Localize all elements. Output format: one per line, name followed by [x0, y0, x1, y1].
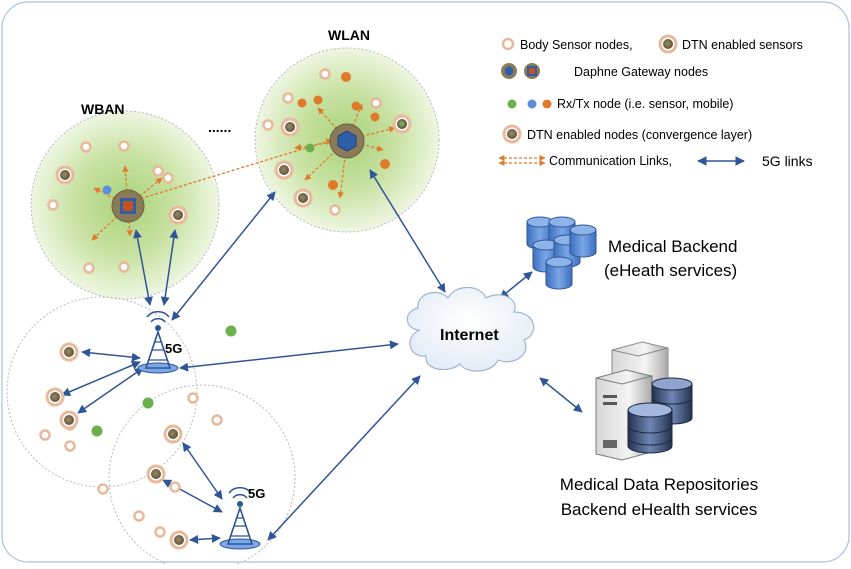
- dtn-sensors: [45, 114, 412, 550]
- wban-label: WBAN: [81, 101, 125, 117]
- legend-comm-links: Communication Links,: [549, 154, 672, 168]
- legend-dtn-nodes: DTN enabled nodes (convergence layer): [527, 128, 752, 142]
- internet-label: Internet: [440, 327, 499, 344]
- repositories-title: Medical Data Repositories: [560, 475, 758, 494]
- 5g-label-1: 5G: [165, 341, 182, 356]
- repositories-subtitle: Backend eHealth services: [561, 500, 758, 519]
- legend-gateway: Daphne Gateway nodes: [574, 65, 708, 79]
- gateway-wban: [111, 189, 145, 223]
- medical-backend-subtitle: (eHeath services): [604, 261, 737, 280]
- legend-body-sensor: Body Sensor nodes,: [520, 38, 633, 52]
- cell-tower-icon: [137, 310, 179, 374]
- database-icon: [526, 216, 597, 290]
- ellipsis-label: ......: [208, 119, 231, 135]
- legend-rxtx: Rx/Tx node (i.e. sensor, mobile): [557, 97, 733, 111]
- wlan-label: WLAN: [328, 27, 370, 43]
- 5g-links: [61, 169, 583, 544]
- cell-tower-icon: [219, 486, 261, 550]
- medical-backend-title: Medical Backend: [608, 237, 737, 256]
- legend-5g-links: 5G links: [762, 153, 813, 169]
- cloud-icon: [406, 286, 535, 372]
- database-icon: [627, 377, 693, 454]
- 5g-label-2: 5G: [248, 486, 265, 501]
- gateway-wlan: [329, 123, 365, 159]
- legend-symbols: [498, 34, 745, 166]
- legend-dtn-sensors: DTN enabled sensors: [682, 38, 803, 52]
- rxtx-nodes: [91, 72, 405, 437]
